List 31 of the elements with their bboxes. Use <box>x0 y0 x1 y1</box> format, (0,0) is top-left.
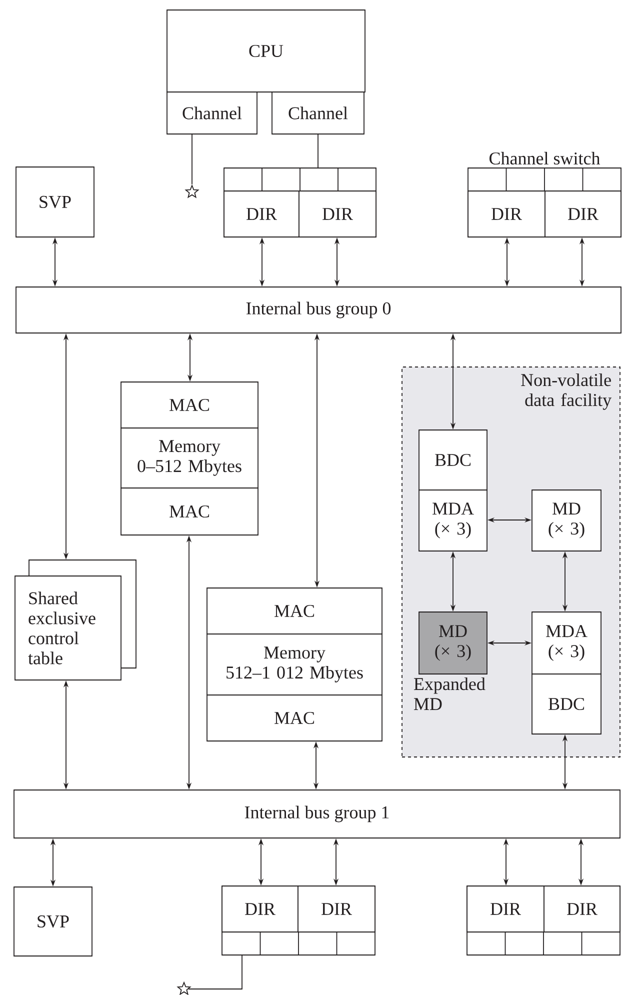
block-box: MAC <box>206 588 382 634</box>
block-box: MDA (× 3) <box>418 490 488 552</box>
block-box: DIR <box>224 190 300 238</box>
group-heading: Non-volatile data facility <box>521 373 612 410</box>
block-box: MDA (× 3) <box>532 612 602 674</box>
block-box: Channel <box>166 92 258 134</box>
block-box: Memory 0–512 Mbytes <box>120 428 258 488</box>
block-box: DIR <box>222 886 298 932</box>
block-box: DIR <box>544 190 622 238</box>
bus-box: Internal bus group 0 <box>16 286 622 334</box>
block-box: DIR <box>466 886 544 932</box>
block-box: SVP <box>16 166 94 238</box>
connector-line <box>188 955 242 990</box>
block-box: BDC <box>418 430 488 490</box>
shaded-box: MD (× 3) <box>418 612 488 674</box>
block-box: DIR <box>298 190 376 238</box>
block-box: Channel <box>272 92 364 134</box>
caption-text: Expanded MD <box>414 677 486 710</box>
block-box: Memory 512–1 012 Mbytes <box>206 634 382 696</box>
block-box: BDC <box>532 674 602 734</box>
bus-box: Internal bus group 1 <box>14 790 620 838</box>
block-box: MAC <box>206 694 382 742</box>
block-box: MAC <box>120 382 258 428</box>
block-box: MAC <box>120 488 258 536</box>
unit-heading: Channel switch <box>490 152 600 165</box>
stacked-table-box: Shared exclusive control table <box>14 560 136 680</box>
block-box: SVP <box>14 886 92 956</box>
block-box: MD (× 3) <box>532 490 602 552</box>
block-box: DIR <box>298 886 376 932</box>
block-box: DIR <box>468 190 546 238</box>
block-box: DIR <box>544 886 620 932</box>
